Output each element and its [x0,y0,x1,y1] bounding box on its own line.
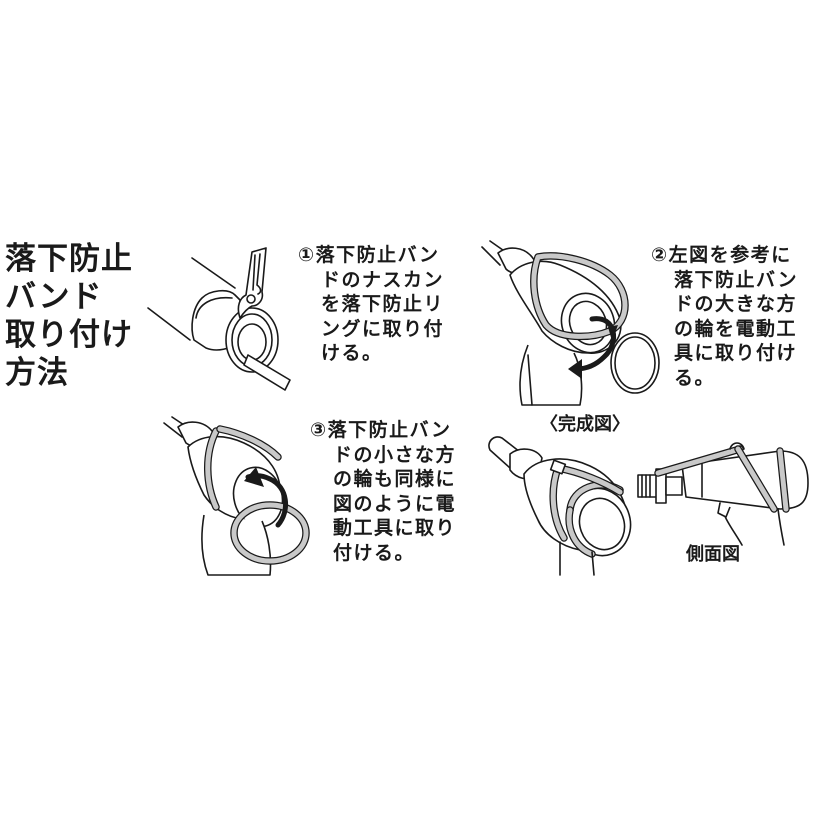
step2-illustration [481,240,660,406]
completed-side-illustration [637,442,809,546]
title-line: 落下防止 [5,241,133,277]
title-line: バンド [5,279,103,315]
completed-front-illustration [488,436,632,576]
side-view-label: 側面図 [686,544,740,565]
step-2-number: ② [651,244,669,266]
step3-illustration [163,416,310,576]
step-1-number: ① [298,244,316,266]
page-title: 落下防止 バンド 取り付け 方法 [5,240,133,392]
completion-label: 〈完成図〉 [540,414,630,435]
step1-illustration [147,247,291,391]
title-line: 取り付け [5,317,133,353]
step-3-text: ③落下防止バン ドの小さな方 の輪も同様に 図のように電 動工具に取り 付ける。 [310,419,457,564]
step-2-text: ②左図を参考に 落下防止バン ドの大きな方 の輪を電動工 具に取り付け る。 [651,244,798,389]
step-3-number: ③ [310,419,328,441]
step-1-text: ①落下防止バン ドのナスカン を落下防止リ ングに取り付 ける。 [298,244,445,364]
title-line: 方法 [5,355,69,391]
